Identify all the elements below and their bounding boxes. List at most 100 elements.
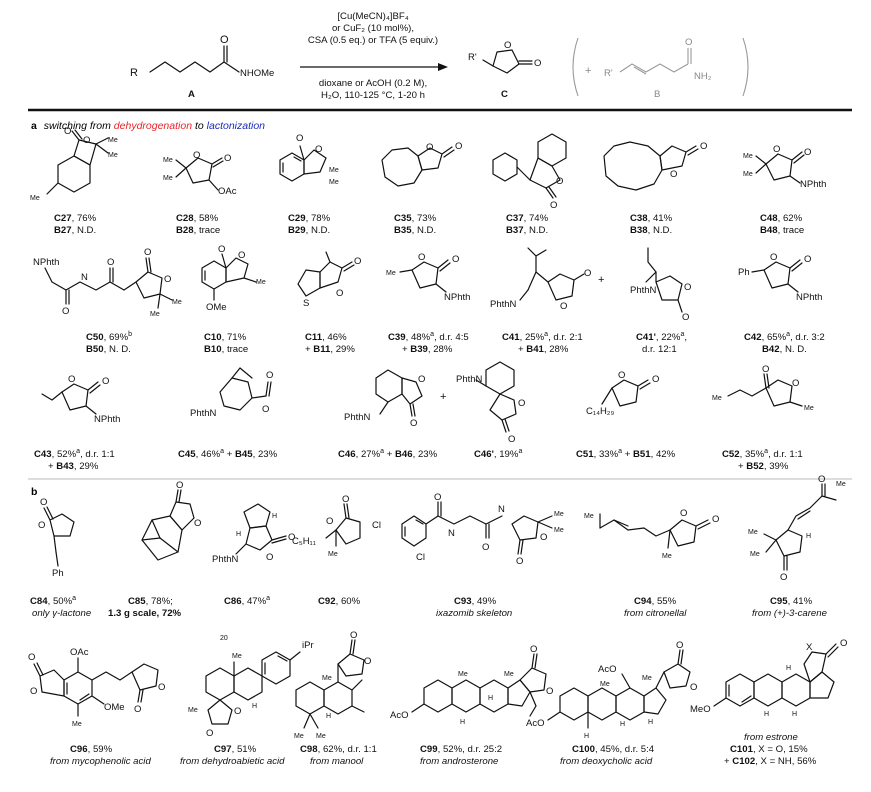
- byproduct-plus: +: [585, 65, 591, 77]
- compound-C41: O O PhthN: [490, 247, 591, 312]
- atom-me: Me: [504, 671, 514, 678]
- atom-c5h11: C₅H₁₁: [292, 536, 316, 547]
- compound-C101: MeO X O H H H: [690, 638, 847, 718]
- byproduct-B-structure: + R' O NH₂ B: [572, 37, 749, 100]
- reactant-A-nhome: NHOMe: [240, 68, 274, 79]
- reactant-A-r-group: R: [130, 67, 138, 79]
- compound-C45: O O PhthN: [190, 367, 273, 419]
- svg-text:B29, N.D.: B29, N.D.: [288, 225, 330, 236]
- atom-o: O: [818, 474, 825, 485]
- atom-o: O: [670, 169, 677, 180]
- svg-text:C27, 76%: C27, 76%: [54, 213, 97, 224]
- svg-text:C35, 73%: C35, 73%: [394, 213, 437, 224]
- atom-o: O: [684, 282, 691, 293]
- byproduct-nh2: NH₂: [694, 71, 712, 82]
- svg-text:only γ-lactone: only γ-lactone: [32, 608, 91, 619]
- svg-text:B10, trace: B10, trace: [204, 344, 248, 355]
- atom-o: O: [102, 376, 109, 387]
- svg-text:B38, N.D.: B38, N.D.: [630, 225, 672, 236]
- captions-row1: C27, 76% B27, N.D. C28, 58% B28, trace C…: [54, 213, 804, 236]
- atom-me: Me: [328, 551, 338, 558]
- atom-o: O: [28, 652, 35, 663]
- atom-o: O: [426, 142, 433, 153]
- atom-h: H: [272, 513, 277, 520]
- svg-text:a switching from: a switching from dehydrogenation to lact…: [31, 120, 265, 132]
- atom-20: 20: [220, 635, 228, 642]
- atom-o: O: [804, 254, 811, 265]
- atom-o: O: [680, 508, 687, 519]
- atom-me: Me: [172, 299, 182, 306]
- compound-C41-prime: PhthN O O: [630, 247, 691, 323]
- atom-o: O: [354, 256, 361, 267]
- atom-me: Me: [584, 513, 594, 520]
- atom-me: Me: [294, 733, 304, 740]
- svg-text:from citronellal: from citronellal: [624, 608, 687, 619]
- atom-nh: N: [81, 272, 88, 283]
- atom-o: O: [676, 640, 683, 651]
- atom-s: S: [303, 298, 309, 309]
- atom-o: O: [652, 374, 659, 385]
- svg-text:B48, trace: B48, trace: [760, 225, 804, 236]
- atom-me: Me: [329, 167, 339, 174]
- atom-nh: N: [498, 504, 505, 515]
- atom-o: O: [508, 434, 515, 445]
- atom-me: Me: [662, 553, 672, 560]
- product-C-r-group: R': [468, 52, 477, 63]
- atom-o: O: [38, 520, 45, 531]
- compound-C52: O O Me Me: [712, 364, 814, 412]
- compound-C100: AcO AcO O O Me Me H H H: [526, 640, 697, 740]
- atom-me: Me: [30, 195, 40, 202]
- conditions-line-3: CSA (0.5 eq.) or TFA (5 equiv.): [308, 35, 438, 46]
- reaction-arrow-group: [Cu(MeCN)₄]BF₄ or CuF₂ (10 mol%), CSA (0…: [300, 11, 448, 101]
- atom-me: Me: [743, 153, 753, 160]
- svg-text:C29, 78%: C29, 78%: [288, 213, 331, 224]
- svg-text:C96, 59%: C96, 59%: [70, 744, 113, 755]
- svg-text:C101, X = O, 15%: C101, X = O, 15%: [730, 744, 808, 755]
- svg-text:from dehydroabietic acid: from dehydroabietic acid: [180, 756, 285, 767]
- svg-text:B28, trace: B28, trace: [176, 225, 220, 236]
- captions-row3: C43, 52%a, d.r. 1:1 + B43, 29% C45, 46%a…: [34, 448, 803, 472]
- atom-o: O: [792, 378, 799, 389]
- atom-o: O: [560, 301, 567, 312]
- atom-o: O: [238, 250, 245, 261]
- compound-C95: O Me Me Me H O: [748, 474, 846, 583]
- compound-C48: O O Me Me NPhth: [743, 144, 826, 190]
- atom-o: O: [418, 252, 425, 263]
- atom-o: O: [482, 542, 489, 553]
- atom-o: O: [193, 150, 200, 161]
- atom-ome: OMe: [104, 702, 125, 713]
- svg-text:C94, 55%: C94, 55%: [634, 596, 677, 607]
- conditions-line-4: dioxane or AcOH (0.2 M),: [319, 78, 427, 89]
- compound-C38: O O: [603, 141, 707, 191]
- atom-h: H: [648, 719, 653, 726]
- atom-me: Me: [836, 481, 846, 488]
- atom-me: Me: [642, 675, 652, 682]
- atom-me: Me: [750, 551, 760, 558]
- scheme-header: O R NHOMe A [Cu(MeCN)₄]BF₄ or CuF₂ (10 m…: [130, 11, 749, 101]
- svg-text:C28, 58%: C28, 58%: [176, 213, 219, 224]
- atom-me: Me: [322, 675, 332, 682]
- atom-o: O: [62, 306, 69, 317]
- atom-o: O: [266, 370, 273, 381]
- svg-text:1.3 g scale, 72%: 1.3 g scale, 72%: [108, 608, 182, 619]
- atom-phthn: PhthN: [630, 285, 657, 296]
- compound-C43: O O NPhth: [41, 374, 120, 425]
- compound-C46-prime: PhthN O O: [456, 361, 525, 445]
- product-C-carbonyl-oxygen: O: [534, 58, 541, 69]
- atom-me: Me: [163, 175, 173, 182]
- atom-o: O: [134, 704, 141, 715]
- atom-h: H: [806, 533, 811, 540]
- atom-aco: AcO: [390, 710, 408, 721]
- compound-C29: O O Me Me: [279, 133, 339, 186]
- atom-h: H: [460, 719, 465, 726]
- atom-o: O: [64, 126, 71, 137]
- svg-text:C42, 65%a, d.r. 3:2: C42, 65%a, d.r. 3:2: [744, 331, 825, 343]
- atom-o: O: [690, 682, 697, 693]
- atom-me: Me: [386, 270, 396, 277]
- compound-C97: iPr Me 20 Me O H O: [188, 635, 314, 739]
- atom-me: Me: [712, 395, 722, 402]
- atom-o: O: [194, 518, 201, 529]
- atom-o: O: [546, 686, 553, 697]
- compound-C42: O O Ph NPhth: [738, 252, 822, 303]
